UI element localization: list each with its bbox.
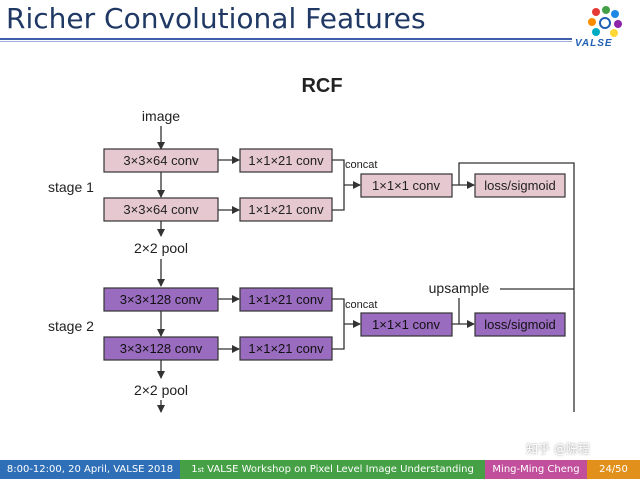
diagram-heading: RCF bbox=[301, 75, 342, 97]
title-rule bbox=[0, 38, 572, 40]
upsample-label: upsample bbox=[429, 280, 490, 296]
footer-workshop-sup: st bbox=[197, 465, 204, 474]
slide-title: Richer Convolutional Features bbox=[6, 2, 426, 35]
stage2-loss-label: loss/sigmoid bbox=[484, 317, 556, 332]
stage1-fuse-conv-label: 1×1×1 conv bbox=[372, 178, 440, 193]
footer-workshop-text: VALSE Workshop on Pixel Level Image Unde… bbox=[203, 464, 474, 475]
footer-presenter: Ming-Ming Cheng bbox=[485, 460, 587, 479]
title-rule-thin bbox=[0, 41, 572, 42]
watermark: 知乎 @陈程 bbox=[526, 442, 590, 456]
stage2-concat-lines bbox=[332, 298, 360, 350]
stage1-fusion-bus bbox=[458, 162, 575, 412]
stage2-concat-label: concat bbox=[345, 299, 377, 311]
stage2-side-conv-1-label: 1×1×21 conv bbox=[248, 292, 324, 307]
stage2-conv-1-label: 3×3×128 conv bbox=[120, 292, 203, 307]
rcf-diagram: RCF image stage 1 stage 2 3×3×64 conv 3×… bbox=[48, 75, 575, 413]
stage2-conv-2-label: 3×3×128 conv bbox=[120, 341, 203, 356]
stage1-concat-lines bbox=[332, 159, 360, 211]
footer-workshop-num: 1 bbox=[191, 464, 198, 475]
stage2-pool-label: 2×2 pool bbox=[134, 382, 188, 398]
stage1-conv-1-label: 3×3×64 conv bbox=[123, 153, 199, 168]
stage1-loss-label: loss/sigmoid bbox=[484, 178, 556, 193]
stage2-loss bbox=[474, 312, 566, 337]
stage1-pool-label: 2×2 pool bbox=[134, 240, 188, 256]
stage1-loss bbox=[474, 173, 566, 198]
stage1-side-conv-1-label: 1×1×21 conv bbox=[248, 153, 324, 168]
stage1-label: stage 1 bbox=[48, 179, 94, 195]
footer-page-number: 24/50 bbox=[587, 460, 640, 479]
stage1-side-conv-2-label: 1×1×21 conv bbox=[248, 202, 324, 217]
stage2-fuse-conv-label: 1×1×1 conv bbox=[372, 317, 440, 332]
stage2-label: stage 2 bbox=[48, 318, 94, 334]
stage1-conv-2-label: 3×3×64 conv bbox=[123, 202, 199, 217]
input-label: image bbox=[142, 108, 180, 124]
stage1-concat-label: concat bbox=[345, 159, 377, 171]
stage2-side-conv-2-label: 1×1×21 conv bbox=[248, 341, 324, 356]
logo-text: VALSE bbox=[575, 38, 613, 49]
footer-time-place: 8:00-12:00, 20 April, VALSE 2018 bbox=[0, 460, 180, 479]
valse-logo-icon bbox=[588, 6, 622, 37]
